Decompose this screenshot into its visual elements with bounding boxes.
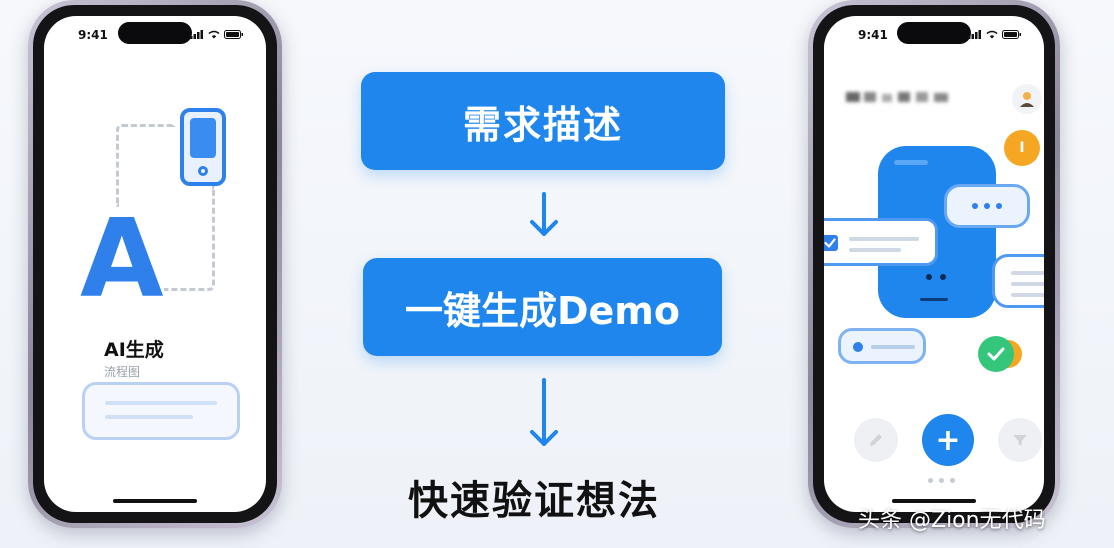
- wifi-icon: [208, 30, 220, 39]
- edit-button[interactable]: [854, 418, 898, 462]
- pencil-icon: [870, 434, 882, 446]
- right-phone-screen: 9:41 I: [824, 16, 1044, 512]
- left-phone-mockup: 9:41 A AI生成 流程图: [28, 0, 282, 528]
- left-phone-screen: 9:41 A AI生成 流程图: [44, 16, 266, 512]
- user-badge-icon: I: [1004, 130, 1040, 166]
- phone-bezel: 9:41 I: [813, 5, 1055, 523]
- person-avatar-icon[interactable]: [1012, 84, 1042, 114]
- screen-subtitle: 流程图: [104, 365, 141, 379]
- arrow-down-icon: [530, 378, 558, 446]
- status-time: 9:41: [78, 28, 108, 42]
- checkmark-icon: [978, 336, 1014, 372]
- dynamic-island: [118, 22, 192, 44]
- dashed-connector: [116, 124, 175, 207]
- dashed-connector: [164, 186, 215, 291]
- status-time: 9:41: [858, 28, 888, 42]
- chat-bubble-text: [992, 254, 1044, 308]
- home-indicator: [892, 499, 976, 503]
- status-icons: [190, 30, 244, 39]
- watermark: 头条 @Zion无代码: [858, 508, 1046, 533]
- arrow-down-icon: [530, 192, 558, 236]
- result-label: 快速验证想法: [408, 478, 660, 524]
- battery-icon: [1002, 30, 1021, 39]
- checkbox-icon: [824, 235, 838, 251]
- step-requirement-description: 需求描述: [361, 72, 725, 170]
- battery-icon: [224, 30, 243, 39]
- chat-bubble-typing: [944, 184, 1030, 228]
- chat-bubble-small: [838, 328, 926, 364]
- step-generate-demo: 一键生成Demo: [363, 258, 722, 356]
- chat-bubble-checklist: [824, 218, 938, 266]
- screen-title: AI生成: [104, 339, 164, 361]
- wifi-icon: [986, 30, 998, 39]
- signal-icon: [190, 30, 203, 39]
- page-dots: [928, 478, 955, 483]
- phone-bezel: 9:41 A AI生成 流程图: [33, 5, 277, 523]
- phone-illustration-icon: [180, 108, 226, 186]
- add-fab-button[interactable]: +: [922, 414, 974, 466]
- filter-icon: [1013, 435, 1027, 446]
- home-indicator: [113, 499, 197, 503]
- ai-logo-letter: A: [80, 197, 164, 322]
- filter-button[interactable]: [998, 418, 1042, 462]
- signal-icon: [968, 30, 981, 39]
- right-phone-mockup: 9:41 I: [808, 0, 1060, 528]
- prompt-input[interactable]: [82, 382, 240, 440]
- blurred-title: [846, 92, 948, 102]
- dynamic-island: [897, 22, 971, 44]
- status-icons: [968, 30, 1022, 39]
